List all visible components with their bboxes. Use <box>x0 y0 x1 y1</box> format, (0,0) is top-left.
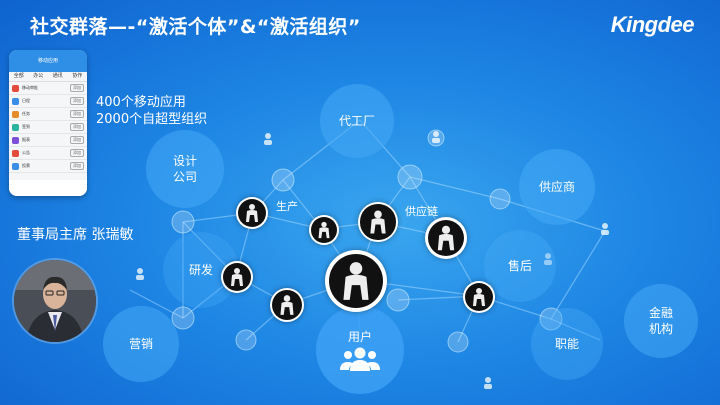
robot-icon <box>280 295 294 315</box>
robot-icon <box>231 268 243 286</box>
bubble-finance: 金融 机构 <box>624 284 698 358</box>
robot-node <box>425 217 467 259</box>
robot-node-center <box>325 250 387 312</box>
app-name: 日程 <box>22 98 30 103</box>
app-name: 签到 <box>22 124 30 129</box>
bubble-user: 用户 <box>316 306 404 394</box>
bubble-design-company: 设计 公司 <box>146 130 224 208</box>
bubble-supplier: 供应商 <box>519 149 595 225</box>
add-button: 添加 <box>70 110 84 118</box>
app-icon <box>12 162 19 170</box>
bubble-label: 供应商 <box>538 180 575 194</box>
stats-apps: 400个移动应用 <box>96 95 186 110</box>
bubble-label: 用户 <box>347 330 372 344</box>
stats-orgs: 2000个自超型组织 <box>96 112 208 127</box>
phone-header: 移动应用 <box>9 50 87 72</box>
robot-icon <box>370 210 386 234</box>
robot-node <box>236 197 268 229</box>
add-button: 添加 <box>70 97 84 105</box>
bubble-marketing: 营销 <box>103 306 179 382</box>
app-icon <box>12 136 19 144</box>
app-name: 移动审批 <box>22 85 38 90</box>
bubble-oem: 代工厂 <box>320 84 394 158</box>
add-button: 添加 <box>70 149 84 157</box>
robot-node <box>358 202 398 242</box>
phone-tab: 协作 <box>72 73 83 79</box>
bubble-label: 代工厂 <box>338 114 375 128</box>
bubble-label: 售后 <box>507 259 532 273</box>
add-button: 添加 <box>70 84 84 92</box>
add-button: 添加 <box>70 136 84 144</box>
person-caption: 董事局主席 张瑞敏 <box>17 227 134 243</box>
chairman-photo <box>14 260 96 342</box>
phone-bottom-bar <box>9 180 87 196</box>
app-icon <box>12 110 19 118</box>
robot-icon <box>246 204 258 222</box>
phone-tab: 办公 <box>33 73 44 79</box>
list-item: 移动审批 添加 <box>9 82 87 95</box>
bubble-label: 设计 公司 <box>172 154 197 184</box>
bubble-after-sales: 售后 <box>484 230 556 302</box>
app-name: 公告 <box>22 150 30 155</box>
label-production: 生产 <box>276 200 298 213</box>
phone-app-list: 移动审批添加 日程添加 任务添加 签到添加 报表添加 公告添加 投票添加 <box>9 82 87 173</box>
robot-icon <box>437 225 455 251</box>
users-icon <box>340 347 380 371</box>
list-item: 任务 添加 <box>9 108 87 121</box>
app-name: 任务 <box>22 111 30 116</box>
phone-mockup: 移动应用 全部 办公 通讯 协作 移动审批添加 日程添加 任务添加 签到添加 报… <box>9 50 87 196</box>
list-item: 报表 添加 <box>9 134 87 147</box>
bubble-label: 金融 机构 <box>648 306 673 336</box>
robot-icon <box>473 288 485 306</box>
portrait-image <box>14 260 96 342</box>
robot-icon <box>343 262 369 300</box>
phone-tab: 通讯 <box>52 73 63 79</box>
add-button: 添加 <box>70 162 84 170</box>
label-supply-chain: 供应链 <box>405 205 438 218</box>
robot-icon <box>318 221 330 239</box>
robot-node <box>463 281 495 313</box>
app-name: 投票 <box>22 163 30 168</box>
phone-tabs: 全部 办公 通讯 协作 <box>9 72 87 82</box>
add-button: 添加 <box>70 123 84 131</box>
app-name: 报表 <box>22 137 30 142</box>
robot-node <box>221 261 253 293</box>
phone-tab: 全部 <box>13 73 24 79</box>
robot-node <box>309 215 339 245</box>
list-item: 签到 添加 <box>9 121 87 134</box>
app-icon <box>12 97 19 105</box>
robot-node <box>270 288 304 322</box>
kingdee-logo: Kingdee <box>610 12 695 37</box>
app-icon <box>12 123 19 131</box>
app-icon <box>12 149 19 157</box>
app-icon <box>12 84 19 92</box>
bubble-label: 营销 <box>128 337 153 351</box>
bubble-label: 职能 <box>554 337 579 351</box>
list-item: 日程 添加 <box>9 95 87 108</box>
slide-title: 社交群落—-“激活个体”&“激活组织” <box>30 16 361 38</box>
list-item: 投票 添加 <box>9 160 87 173</box>
stats-text: 400个移动应用 2000个自超型组织 <box>96 94 207 128</box>
bubble-label: 研发 <box>188 263 213 277</box>
list-item: 公告 添加 <box>9 147 87 160</box>
bubble-function: 职能 <box>531 308 603 380</box>
